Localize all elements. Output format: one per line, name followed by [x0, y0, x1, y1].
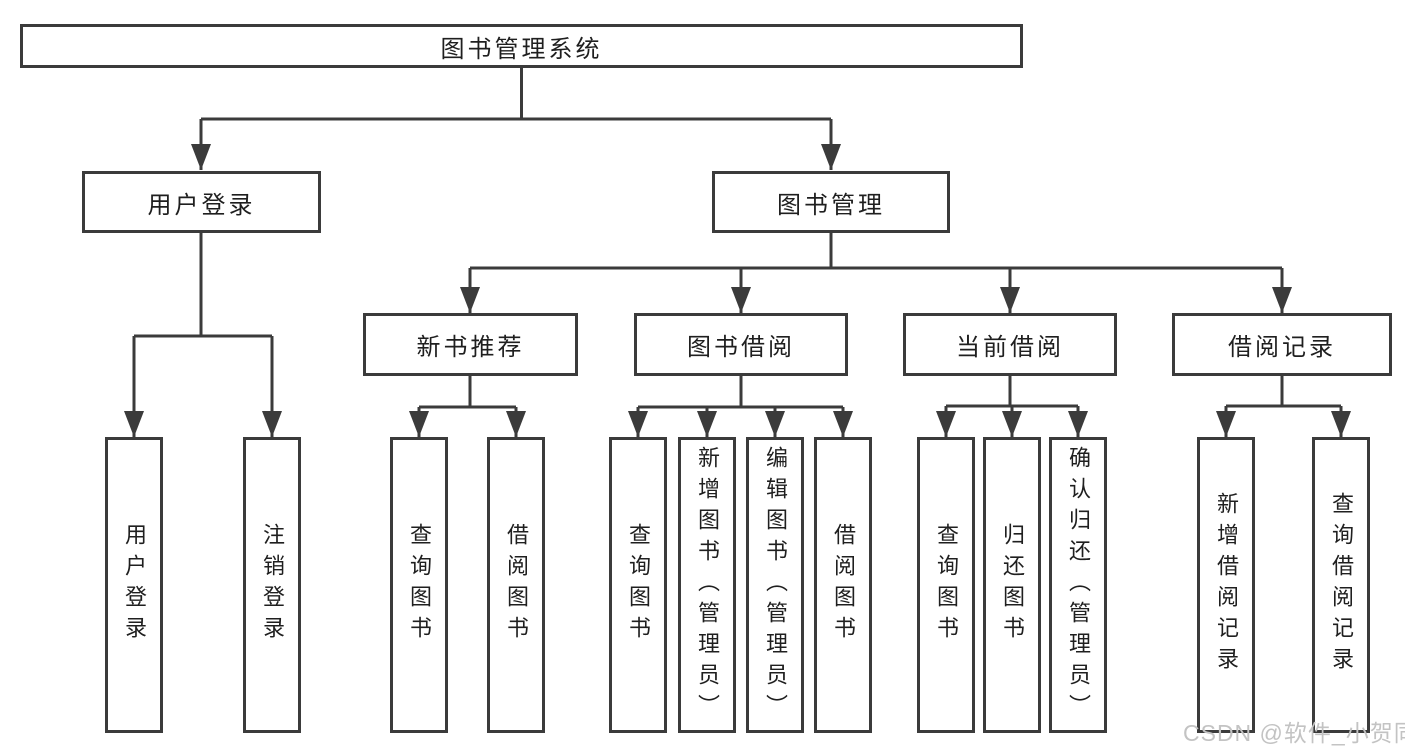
leaf-borrow-edit-label: 编辑图书（管理员）: [763, 445, 788, 725]
leaf-current-confirm-label: 确认归还（管理员）: [1066, 445, 1091, 725]
leaf-newbook-borrow: 借阅图书: [487, 437, 545, 733]
node-borrow-record-label: 借阅记录: [1228, 334, 1336, 361]
leaf-logout: 注销登录: [243, 437, 301, 733]
node-new-book-recommend: 新书推荐: [363, 313, 578, 376]
csdn-watermark: CSDN @软件_小贺同学: [1183, 720, 1405, 746]
node-user-login-label: 用户登录: [147, 191, 256, 219]
leaf-current-return-label: 归还图书: [1000, 523, 1025, 647]
node-book-borrow-label: 图书借阅: [687, 334, 795, 361]
leaf-newbook-borrow-label: 借阅图书: [504, 523, 529, 647]
leaf-record-add-label: 新增借阅记录: [1214, 492, 1239, 678]
leaf-newbook-query: 查询图书: [390, 437, 448, 733]
node-current-borrow: 当前借阅: [903, 313, 1117, 376]
node-book-borrow: 图书借阅: [634, 313, 848, 376]
leaf-record-query: 查询借阅记录: [1312, 437, 1370, 733]
node-book-management: 图书管理: [712, 171, 950, 233]
leaf-borrow-query-label: 查询图书: [626, 523, 651, 647]
node-current-borrow-label: 当前借阅: [956, 334, 1064, 361]
leaf-user-login: 用户登录: [105, 437, 163, 733]
connector-trunks: [134, 68, 1341, 409]
leaf-borrow-edit: 编辑图书（管理员）: [746, 437, 804, 733]
leaf-borrow-query: 查询图书: [609, 437, 667, 733]
leaf-current-query: 查询图书: [917, 437, 975, 733]
leaf-record-query-label: 查询借阅记录: [1329, 492, 1354, 678]
node-root-label: 图书管理系统: [440, 35, 603, 63]
node-borrow-record: 借阅记录: [1172, 313, 1392, 376]
leaf-current-confirm: 确认归还（管理员）: [1049, 437, 1107, 733]
leaf-current-query-label: 查询图书: [934, 523, 959, 647]
leaf-current-return: 归还图书: [983, 437, 1041, 733]
node-user-login: 用户登录: [82, 171, 321, 233]
node-book-management-label: 图书管理: [777, 191, 885, 219]
leaf-borrow-add-label: 新增图书（管理员）: [695, 445, 720, 725]
leaf-logout-label: 注销登录: [260, 523, 285, 647]
leaf-borrow-borrow-label: 借阅图书: [831, 523, 856, 647]
node-new-book-recommend-label: 新书推荐: [416, 334, 525, 361]
leaf-borrow-borrow: 借阅图书: [814, 437, 872, 733]
leaf-record-add: 新增借阅记录: [1197, 437, 1255, 733]
leaf-borrow-add: 新增图书（管理员）: [678, 437, 736, 733]
leaf-user-login-label: 用户登录: [122, 523, 147, 647]
leaf-newbook-query-label: 查询图书: [407, 523, 432, 647]
node-root: 图书管理系统: [20, 24, 1023, 68]
